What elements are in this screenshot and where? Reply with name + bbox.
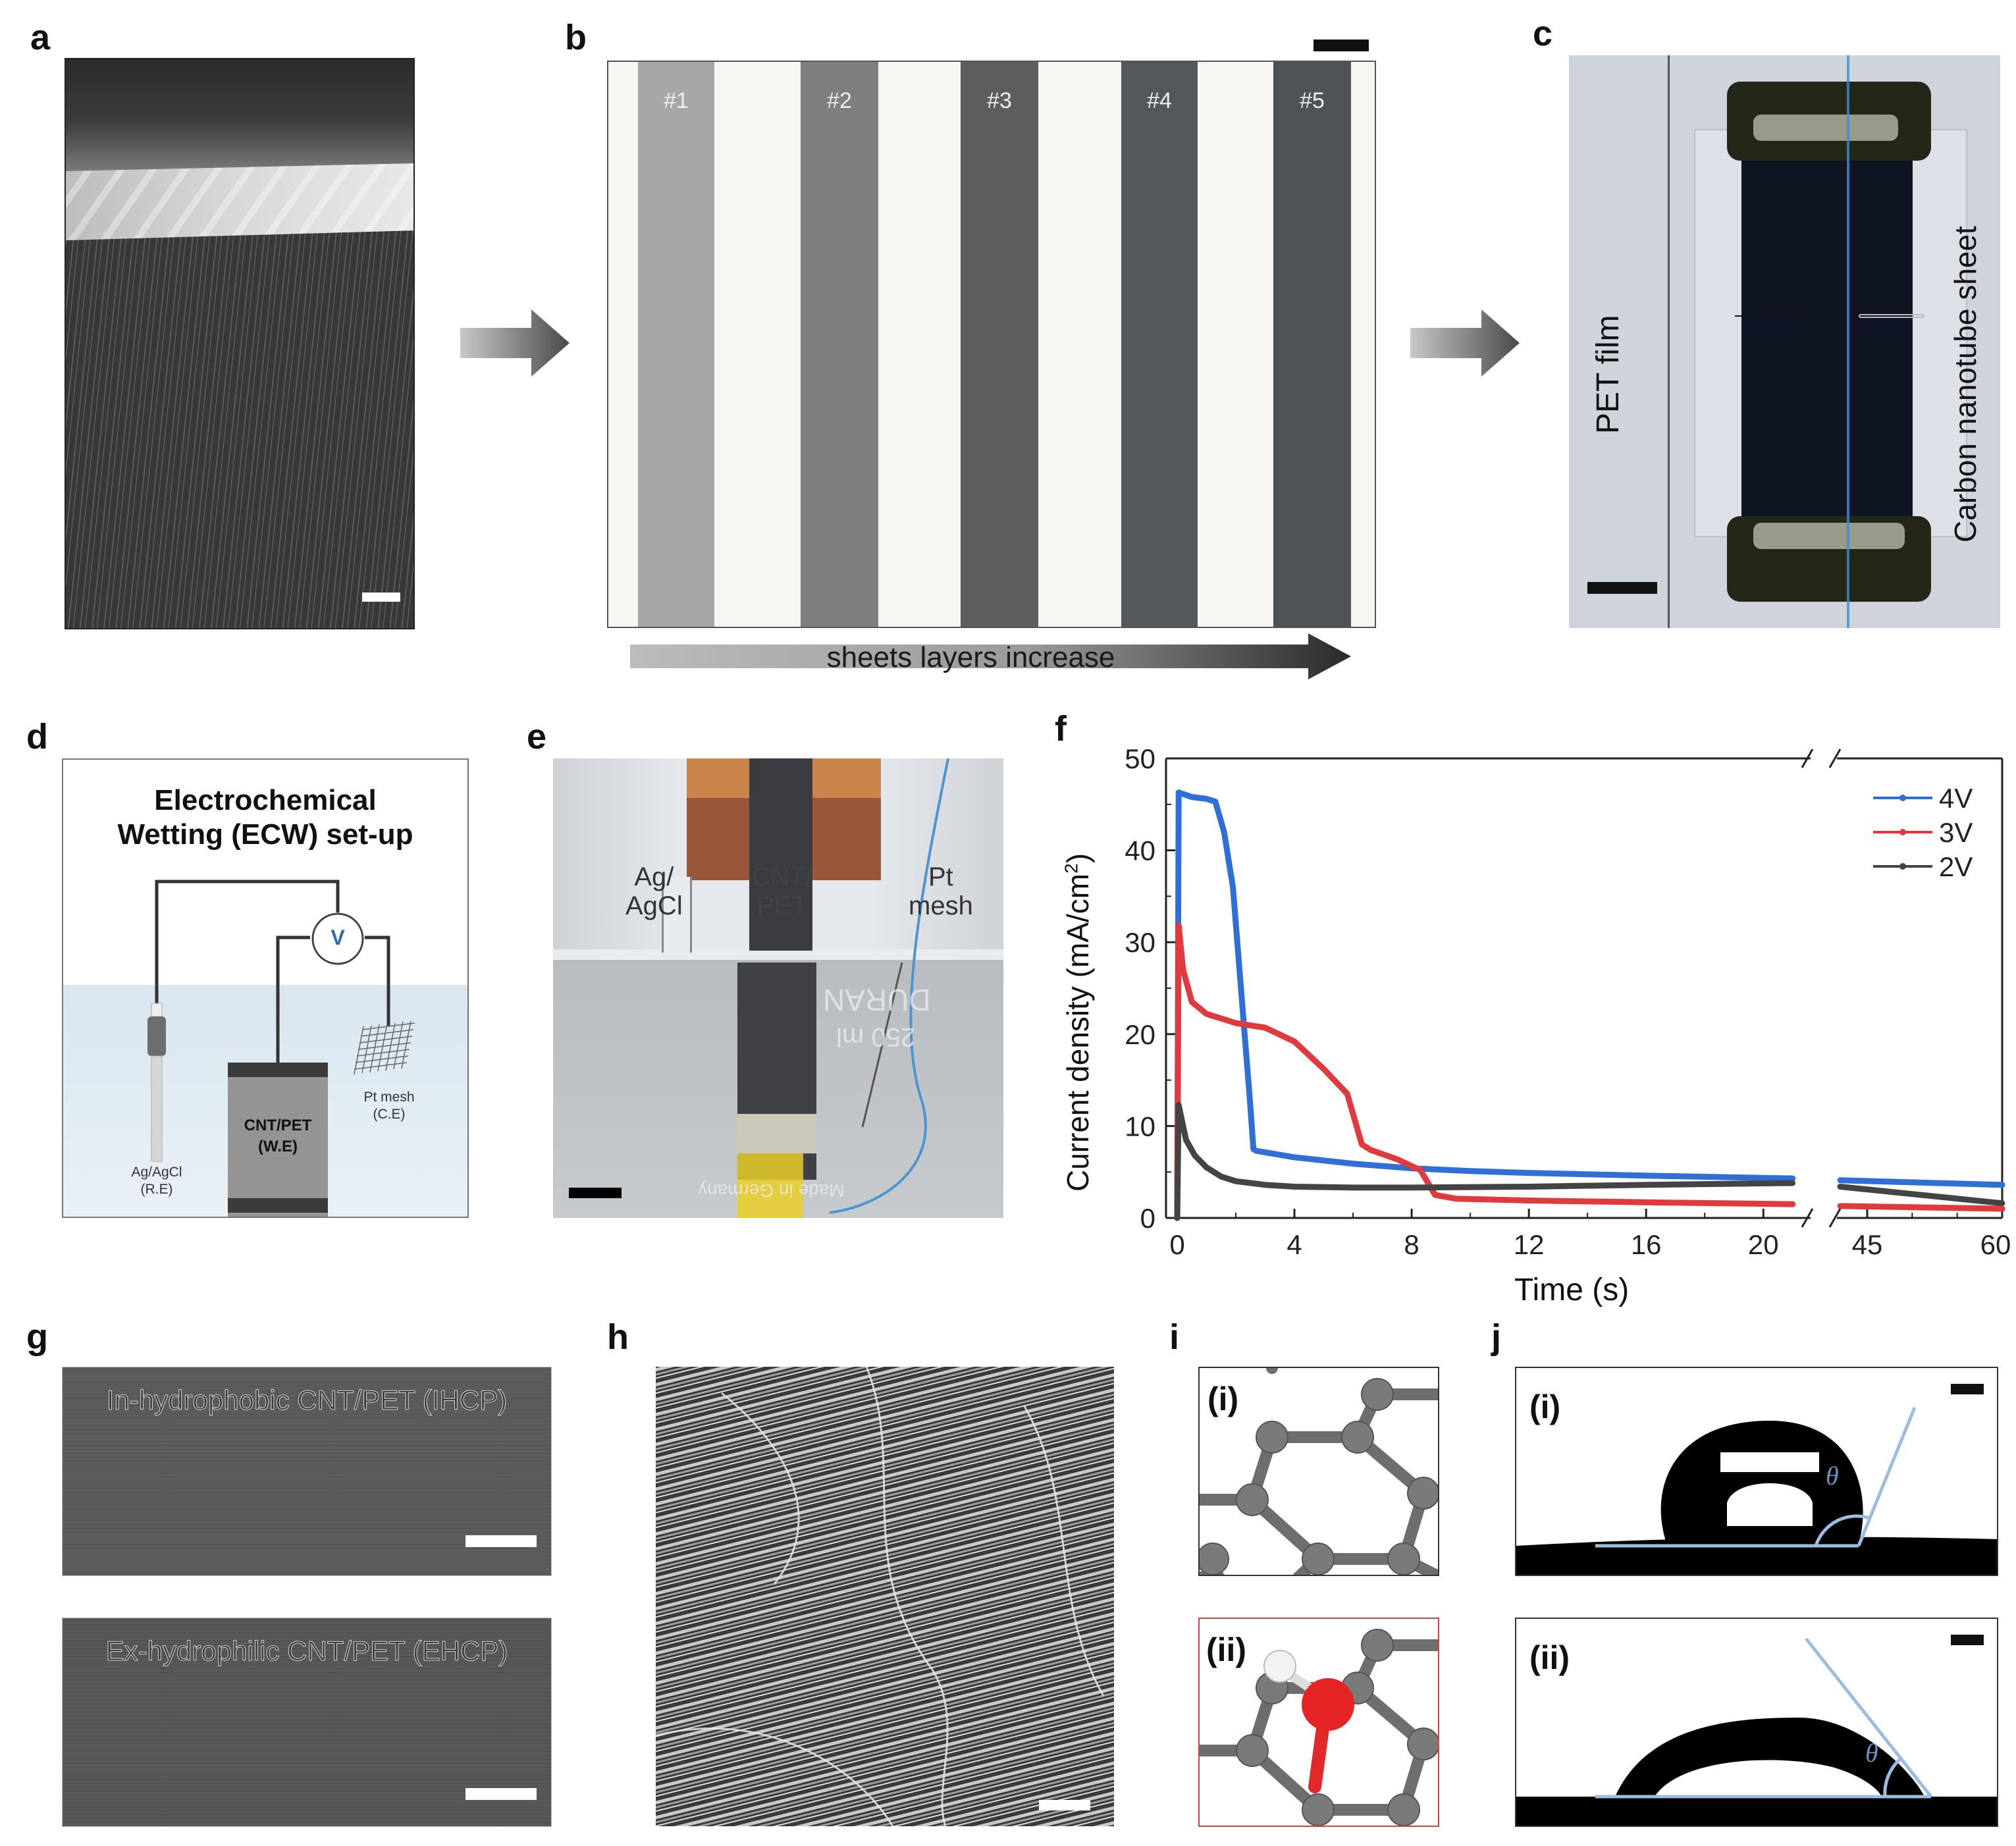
- panel-label-h: h: [607, 1317, 629, 1357]
- svg-text:60: 60: [1980, 1229, 2011, 1260]
- svg-text:20: 20: [1125, 1019, 1155, 1050]
- ref-electrode-label: Ag/ AgCl: [625, 862, 683, 920]
- svg-text:20: 20: [1748, 1229, 1779, 1260]
- ecw-setup-diagram: Electrochemical Wetting (ECW) set-up V C…: [62, 758, 469, 1218]
- cnt-pet-electrode-top: [749, 758, 812, 951]
- flow-arrow-icon: [460, 309, 572, 377]
- working-electrode-label: CNT/PET (W.E): [244, 1117, 312, 1155]
- top-electrode-contact: [1727, 82, 1931, 161]
- svg-text:0: 0: [1169, 1229, 1184, 1260]
- cnt-sheet-pointer-arrow: [1859, 314, 1924, 318]
- svg-text:10: 10: [1125, 1111, 1155, 1142]
- sheet-strip-1: #1: [638, 62, 714, 627]
- beaker-mark: DURAN: [823, 983, 931, 1017]
- pet-film-pointer-arrow: [1735, 315, 1797, 317]
- counter-electrode-label: Pt mesh (C.E): [363, 1090, 415, 1122]
- svg-text:12: 12: [1514, 1229, 1545, 1260]
- scale-bar: [1951, 1635, 1984, 1645]
- y-axis-label: Current density (mA/cm2): [1061, 853, 1095, 1192]
- bottom-electrode-contact: [1727, 516, 1931, 602]
- scale-bar: [1587, 582, 1657, 594]
- svg-text:50: 50: [1125, 743, 1155, 774]
- cnt-sheet-layers-photo: #1 #2 #3 #4 #5: [607, 61, 1376, 628]
- panel-label-g: g: [26, 1317, 48, 1357]
- sub-label-i: (i): [1207, 1381, 1239, 1417]
- contact-angle-ehcp-image: (ii) θ: [1515, 1618, 1998, 1827]
- scale-bar: [362, 593, 400, 602]
- contact-angle-symbol: θ: [1865, 1738, 1878, 1768]
- ehcp-sem-image: Ex-hydrophilic CNT/PET (EHCP): [62, 1618, 552, 1827]
- panel-label-e: e: [527, 717, 547, 756]
- wire: [1847, 55, 1849, 628]
- svg-text:2V: 2V: [1939, 851, 1973, 882]
- ehcp-caption: Ex-hydrophilic CNT/PET (EHCP): [105, 1635, 508, 1667]
- panel-label-j: j: [1491, 1317, 1502, 1357]
- svg-text:30: 30: [1125, 927, 1155, 958]
- scale-bar: [1951, 1384, 1984, 1394]
- svg-text:4: 4: [1287, 1229, 1302, 1260]
- sub-label-i: (i): [1529, 1388, 1561, 1425]
- svg-text:40: 40: [1125, 835, 1155, 866]
- beaker-volume: 250 ml: [836, 1022, 916, 1051]
- ihcp-sem-image: In-hydrophobic CNT/PET (IHCP): [62, 1367, 552, 1576]
- cnt-network-sem-image: [656, 1367, 1114, 1826]
- cnt-pet-sample-photo: PET film Carbon nanotube sheet: [1569, 55, 2000, 628]
- ecw-setup-photo: Ag/ AgCl CNT/ PET Pt mesh DURAN 250 ml M…: [553, 758, 1003, 1218]
- sheets-layers-increase-arrow: sheets layers increase: [630, 633, 1351, 679]
- panel-label-d: d: [26, 717, 48, 756]
- scale-bar: [465, 1535, 537, 1547]
- svg-text:45: 45: [1852, 1229, 1883, 1260]
- panel-label-a: a: [30, 18, 51, 57]
- panel-label-b: b: [565, 18, 587, 57]
- panel-label-i: i: [1169, 1317, 1180, 1357]
- panel-label-c: c: [1533, 14, 1553, 53]
- svg-text:4V: 4V: [1939, 783, 1973, 814]
- we-electrode-label: CNT/ PET: [751, 862, 813, 920]
- svg-text:0: 0: [1140, 1203, 1155, 1234]
- flow-arrow-icon: [1410, 309, 1522, 377]
- sheet-strip-5: #5: [1273, 62, 1351, 627]
- reference-electrode-label: Ag/AgCl (R.E): [131, 1165, 182, 1197]
- sub-label-ii: (ii): [1529, 1639, 1570, 1676]
- hydroxylated-graphene-model: (ii): [1198, 1618, 1439, 1827]
- x-axis-label: Time (s): [1514, 1273, 1630, 1307]
- sheet-strip-2: #2: [801, 62, 878, 627]
- carbon-nanotube-sheet: [1741, 88, 1913, 595]
- scale-bar: [465, 1788, 537, 1800]
- contact-angle-ihcp-image: (i) θ: [1515, 1367, 1998, 1576]
- sub-label-ii: (ii): [1206, 1631, 1247, 1668]
- svg-text:16: 16: [1631, 1229, 1662, 1260]
- graphene-lattice-model: (i): [1198, 1367, 1439, 1576]
- svg-text:8: 8: [1404, 1229, 1419, 1260]
- ag-agcl-electrode: [662, 877, 692, 953]
- pet-film-annotation: PET film: [1591, 315, 1626, 434]
- ihcp-caption: In-hydrophobic CNT/PET (IHCP): [106, 1384, 508, 1416]
- contact-angle-symbol: θ: [1826, 1461, 1839, 1490]
- scale-bar: [569, 1188, 622, 1198]
- cnt-sheet-annotation: Carbon nanotube sheet: [1948, 226, 1982, 542]
- cnt-forest-sem-image: [65, 58, 415, 629]
- ce-electrode-label: Pt mesh: [909, 862, 973, 920]
- sheet-strip-3: #3: [961, 62, 1038, 627]
- panel-label-f: f: [1055, 709, 1067, 749]
- diagram-title: Electrochemical Wetting (ECW) set-up: [117, 784, 413, 851]
- svg-text:3V: 3V: [1939, 817, 1973, 848]
- beaker-origin: Made in Germany: [698, 1180, 845, 1201]
- divider-line: [1668, 55, 1670, 628]
- sheet-strip-4: #4: [1121, 62, 1198, 627]
- scale-bar: [1313, 40, 1369, 51]
- voltmeter-icon: V: [331, 926, 345, 949]
